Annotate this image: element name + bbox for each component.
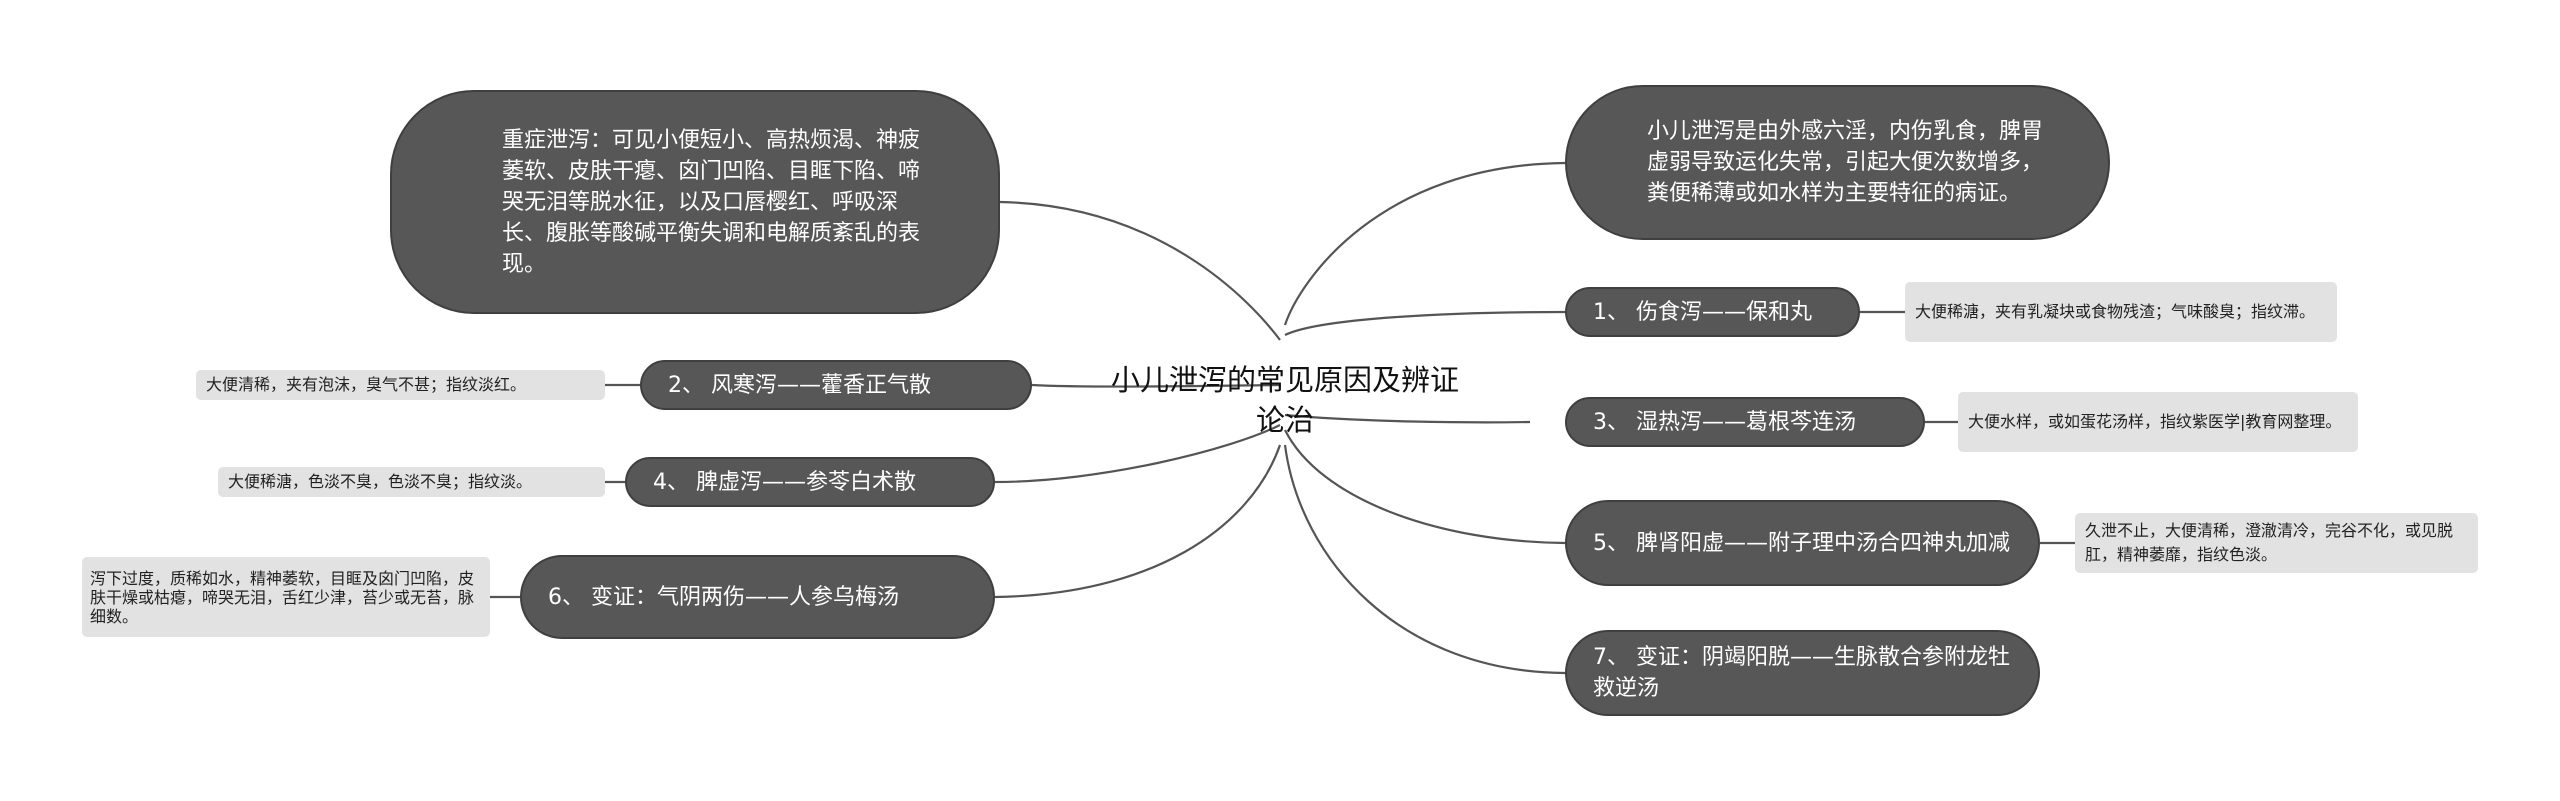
spleen-kidney-yang-detail-text: 久泄不止，大便清稀，澄澈清冷，完谷不化，或见脱肛，精神萎靡，指纹色淡。	[2085, 521, 2454, 564]
definition-node[interactable]: 小儿泄泻是由外感六淫，内伤乳食，脾胃虚弱导致运化失常，引起大便次数增多，粪便稀薄…	[1565, 85, 2110, 240]
severe-diarrhea-node[interactable]: 重症泄泻：可见小便短小、高热烦渴、神疲萎软、皮肤干瘪、囟门凹陷、目眶下陷、啼哭无…	[390, 90, 1000, 314]
branch-food-retention-label: 1、 伤食泻——保和丸	[1593, 299, 1812, 325]
link-b6	[994, 444, 1282, 599]
spleen-deficiency-detail-text: 大便稀溏，色淡不臭，色淡不臭；指纹淡。	[228, 472, 533, 491]
wind-cold-detail[interactable]: 大便清稀，夹有泡沫，臭气不甚；指纹淡红。	[196, 370, 605, 400]
branch-spleen-kidney-yang[interactable]: 5、 脾肾阳虚——附子理中汤合四神丸加减	[1565, 500, 2040, 586]
damp-heat-detail-text: 大便水样，或如蛋花汤样，指纹紫医学|教育网整理。	[1968, 412, 2342, 431]
branch-qi-yin-injury[interactable]: 6、 变证：气阴两伤——人参乌梅汤	[520, 555, 995, 639]
central-topic[interactable]: 小儿泄泻的常见原因及辨证论治	[1093, 354, 1477, 446]
definition-text: 小儿泄泻是由外感六淫，内伤乳食，脾胃虚弱导致运化失常，引起大便次数增多，粪便稀薄…	[1647, 119, 2044, 206]
food-retention-detail-text: 大便稀溏，夹有乳凝块或食物残渣；气味酸臭；指纹滞。	[1915, 302, 2316, 321]
link-b5	[1284, 429, 1566, 545]
branch-yin-yang-collapse[interactable]: 7、 变证：阴竭阳脱——生脉散合参附龙牡救逆汤	[1565, 630, 2040, 716]
branch-yin-yang-collapse-label: 7、 变证：阴竭阳脱——生脉散合参附龙牡救逆汤	[1593, 645, 2010, 701]
branch-qi-yin-injury-label: 6、 变证：气阴两伤——人参乌梅汤	[548, 584, 899, 610]
severe-diarrhea-text: 重症泄泻：可见小便短小、高热烦渴、神疲萎软、皮肤干瘪、囟门凹陷、目眶下陷、啼哭无…	[502, 127, 921, 277]
link-b1	[1284, 310, 1566, 336]
branch-wind-cold-label: 2、 风寒泻——藿香正气散	[668, 372, 931, 398]
branch-spleen-deficiency[interactable]: 4、 脾虚泻——参苓白术散	[625, 457, 995, 507]
spleen-kidney-yang-detail[interactable]: 久泄不止，大便清稀，澄澈清冷，完谷不化，或见脱肛，精神萎靡，指纹色淡。	[2075, 513, 2478, 573]
link-b3	[1284, 413, 1531, 424]
food-retention-detail[interactable]: 大便稀溏，夹有乳凝块或食物残渣；气味酸臭；指纹滞。	[1905, 282, 2337, 342]
link-severe	[999, 200, 1281, 341]
damp-heat-detail[interactable]: 大便水样，或如蛋花汤样，指纹紫医学|教育网整理。	[1958, 392, 2358, 452]
central-topic-label: 小儿泄泻的常见原因及辨证论治	[1110, 363, 1459, 437]
link-b2	[1031, 383, 1281, 388]
link-def	[1283, 161, 1566, 326]
qi-yin-injury-detail[interactable]: 泻下过度，质稀如水，精神萎软，目眶及囟门凹陷，皮肤干燥或枯瘪，啼哭无泪，舌红少津…	[82, 557, 490, 637]
wind-cold-detail-text: 大便清稀，夹有泡沫，臭气不甚；指纹淡红。	[206, 375, 527, 394]
branch-wind-cold[interactable]: 2、 风寒泻——藿香正气散	[640, 360, 1032, 410]
spleen-deficiency-detail[interactable]: 大便稀溏，色淡不臭，色淡不臭；指纹淡。	[218, 467, 605, 497]
branch-spleen-deficiency-label: 4、 脾虚泻——参苓白术散	[653, 469, 916, 495]
branch-spleen-kidney-yang-label: 5、 脾肾阳虚——附子理中汤合四神丸加减	[1593, 530, 2010, 556]
link-b7	[1283, 444, 1566, 675]
branch-damp-heat-label: 3、 湿热泻——葛根芩连汤	[1593, 409, 1856, 435]
qi-yin-injury-detail-text: 泻下过度，质稀如水，精神萎软，目眶及囟门凹陷，皮肤干燥或枯瘪，啼哭无泪，舌红少津…	[90, 568, 475, 626]
link-b4	[994, 424, 1281, 484]
branch-food-retention[interactable]: 1、 伤食泻——保和丸	[1565, 287, 1860, 337]
branch-damp-heat[interactable]: 3、 湿热泻——葛根芩连汤	[1565, 397, 1925, 447]
